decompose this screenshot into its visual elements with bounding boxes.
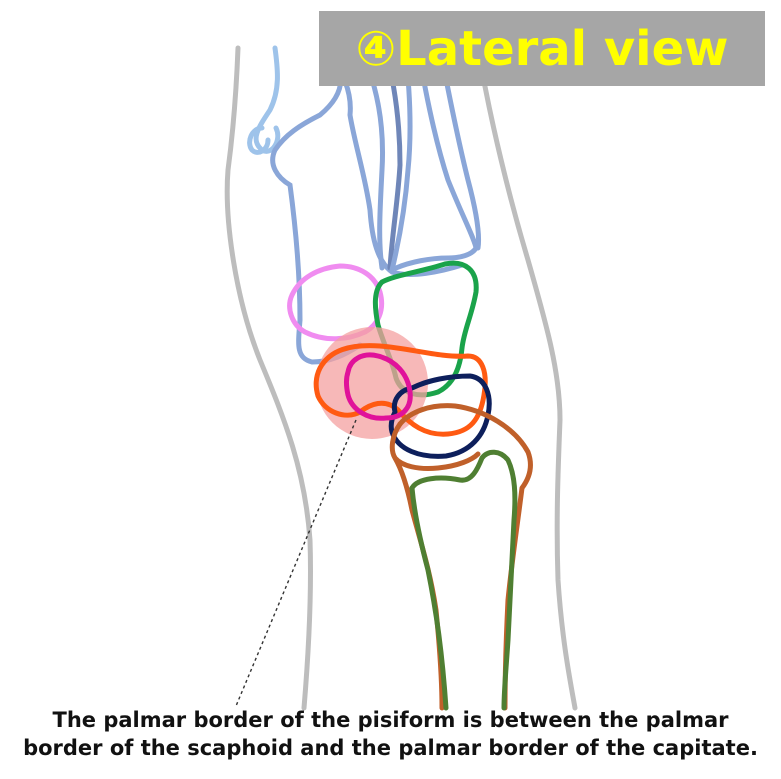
ulna [409,449,518,711]
metacarpal-shaft-e [393,45,479,271]
skin-outline-right [475,45,578,711]
caption-line-1: The palmar border of the pisiform is bet… [52,708,729,732]
second-metacarpal [270,45,363,365]
ulna-shaft [409,485,449,711]
title-banner: ④Lateral view [319,11,765,86]
leader-line [235,419,357,707]
scaphoid [313,343,488,437]
caption-line-2: border of the scaphoid and the palmar bo… [23,736,758,760]
skin-outline-left [224,45,314,711]
page-title: ④Lateral view [355,20,729,77]
first-metacarpal [253,45,281,154]
pisiform [344,352,413,421]
radius-volar-shaft [389,421,481,711]
metacarpal-base-loop [247,125,271,155]
caption: The palmar border of the pisiform is bet… [0,706,781,762]
